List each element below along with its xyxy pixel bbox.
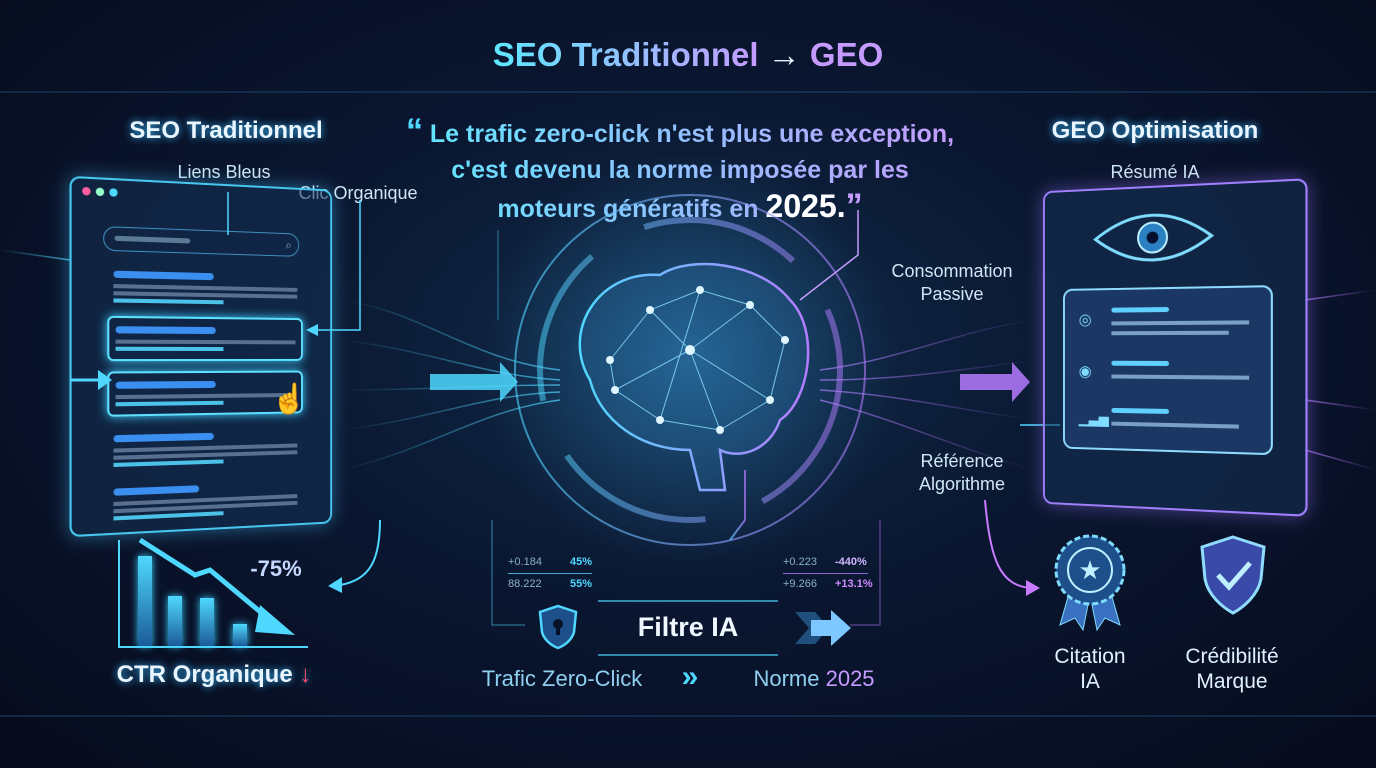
stat-key: +9.266 [783,578,817,590]
badge-label: IA [1054,669,1125,694]
stat-value: +13.1% [835,578,873,590]
label-line: Passive [891,283,1012,306]
label-resume-ia: Résumé IA [1110,162,1199,183]
stat-value: -440% [835,556,867,568]
stat-divider [508,573,592,574]
badge-label: Marque [1185,669,1278,694]
ai-summary-panel: ◎ ◉ ▁▃▅ [1043,178,1308,517]
eye-icon [1095,205,1211,269]
eye-small-icon: ◉ [1079,362,1092,382]
filter-label: Filtre IA [638,612,739,643]
summary-chat-bubble: ◎ ◉ ▁▃▅ [1063,285,1273,455]
badge-label: Crédibilité [1185,644,1278,669]
label-line: Référence [919,450,1005,473]
badge-citation: CitationIA [1054,644,1125,694]
label-reference-algorithme: RéférenceAlgorithme [919,450,1005,496]
arrow-right-icon [795,606,855,650]
award-ribbon-icon: ★ [1045,530,1135,630]
badge-label: Citation [1054,644,1125,669]
check-gauge-icon: ◎ [1079,310,1092,330]
stat-key: +0.184 [508,556,542,568]
label-line: Consommation [891,260,1012,283]
right-heading: GEO Optimisation [1052,117,1259,145]
stat-key: +0.223 [783,556,817,568]
label-consommation-passive: ConsommationPassive [891,260,1012,306]
badge-credibilite: CrédibilitéMarque [1185,644,1278,694]
stat-value: 45% [570,556,592,568]
label-line: Algorithme [919,473,1005,496]
flow-to-year: 2025 [826,666,875,691]
chart-icon: ▁▃▅ [1079,410,1109,427]
flow-from: Trafic Zero-Click [482,666,643,692]
stat-divider [783,573,868,574]
stat-key: 88.222 [508,578,542,590]
svg-text:★: ★ [1078,555,1101,585]
flow-to-word: Norme [753,666,819,691]
shield-lock-icon [538,604,578,650]
flow-to: Norme 2025 [753,666,874,692]
stat-value: 55% [570,578,592,590]
double-chevron-icon: » [682,660,699,694]
shield-check-icon [1198,535,1268,615]
